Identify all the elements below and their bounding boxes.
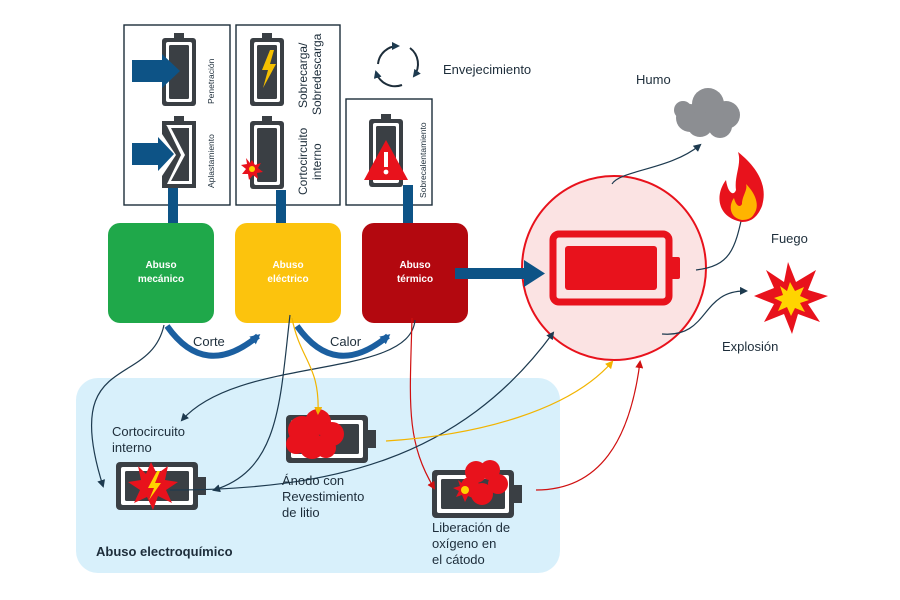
ec-short-label-1: Cortocircuito bbox=[112, 424, 185, 439]
aging-cycle-icon bbox=[373, 41, 421, 88]
overcharge-label-2: Sobredescarga bbox=[310, 33, 324, 115]
electrical-abuse-box bbox=[235, 223, 341, 323]
aging-label: Envejecimiento bbox=[443, 62, 531, 77]
oxygen-label-1: Liberación de bbox=[432, 520, 510, 535]
oxygen-release-battery-icon bbox=[432, 460, 522, 518]
anode-label-2: Revestimiento bbox=[282, 489, 364, 504]
overheating-label: Sobrecalentamiento bbox=[418, 122, 428, 198]
anode-label-1: Ánodo con bbox=[282, 473, 344, 488]
mechanical-abuse-label-1: Abuso bbox=[145, 260, 176, 271]
electrical-abuse-label-2: eléctrico bbox=[267, 274, 308, 285]
penetration-label: Penetración bbox=[206, 58, 216, 104]
penetration-battery-icon bbox=[132, 33, 196, 106]
cut-label: Corte bbox=[193, 334, 225, 349]
heat-label: Calor bbox=[330, 334, 362, 349]
thermal-abuse-box bbox=[362, 223, 468, 323]
electrical-abuse-label-1: Abuso bbox=[272, 260, 303, 271]
oxygen-label-2: oxígeno en bbox=[432, 536, 496, 551]
mechanical-abuse-label-2: mecánico bbox=[138, 274, 184, 285]
thermal-abuse-label-2: térmico bbox=[397, 274, 433, 285]
fire-label: Fuego bbox=[771, 231, 808, 246]
overheating-battery-icon bbox=[364, 114, 408, 187]
electrochemical-connectors bbox=[91, 143, 748, 493]
thermal-to-failure-arrow bbox=[455, 260, 545, 287]
smoke-icon bbox=[674, 88, 740, 138]
electrochemical-title: Abuso electroquímico bbox=[96, 544, 233, 559]
mechanical-abuse-box bbox=[108, 223, 214, 323]
internal-short-ec-battery-icon bbox=[116, 462, 206, 510]
overcharge-battery-icon bbox=[250, 33, 284, 106]
explosion-icon bbox=[754, 262, 828, 334]
crush-battery-icon bbox=[132, 116, 196, 188]
internal-short-battery-icon bbox=[241, 116, 284, 189]
smoke-label: Humo bbox=[636, 72, 671, 87]
electrochemical-panel bbox=[76, 378, 560, 573]
internal-short-label-2: interno bbox=[310, 143, 324, 180]
failing-battery-icon bbox=[549, 230, 680, 306]
internal-short-label-1: Cortocircuito bbox=[296, 127, 310, 195]
anode-plating-battery-icon bbox=[286, 409, 376, 463]
anode-label-3: de litio bbox=[282, 505, 320, 520]
cut-curve-arrow bbox=[164, 324, 261, 359]
explosion-label: Explosión bbox=[722, 339, 778, 354]
oxygen-label-3: el cátodo bbox=[432, 552, 485, 567]
thermal-abuse-label-1: Abuso bbox=[399, 260, 430, 271]
crush-label: Aplastamiento bbox=[206, 134, 216, 188]
heat-curve-arrow bbox=[294, 324, 391, 359]
overcharge-label-1: Sobrecarga/ bbox=[296, 42, 310, 108]
ec-short-label-2: interno bbox=[112, 440, 152, 455]
fire-icon bbox=[719, 152, 764, 222]
